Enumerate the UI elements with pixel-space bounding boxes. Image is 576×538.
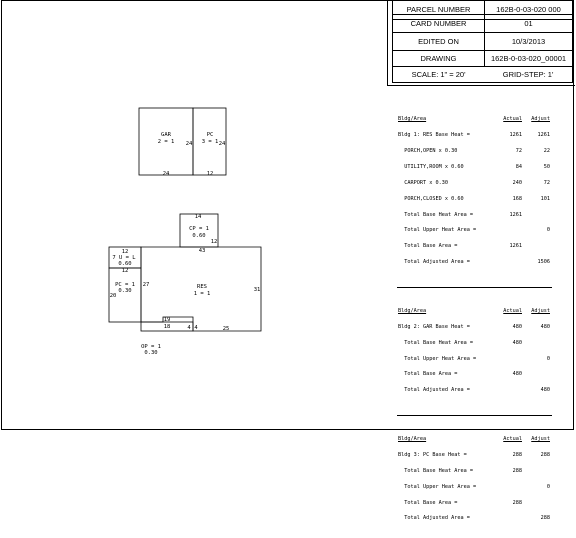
step-left-dim: 4 <box>187 325 191 331</box>
card-value: 01 <box>524 19 533 28</box>
calc-row: Total Base Heat Area =288 <box>398 467 522 474</box>
step-bottom-dim: 18 <box>164 324 171 330</box>
cp-factor: 0.60 <box>192 233 205 239</box>
edited-value: 10/3/2013 <box>511 37 546 46</box>
card-label: CARD NUMBER <box>393 15 485 32</box>
gar-left-dim: 24 <box>186 141 193 147</box>
step-top-dim: 19 <box>164 317 171 323</box>
gar-code: 2 = 1 <box>158 139 175 145</box>
op-factor: 0.30 <box>144 350 157 356</box>
calc-row: Total Base Area =480 <box>398 371 522 378</box>
step-right-dim: 4 <box>194 325 198 331</box>
calc-row: Total Upper Heat Area =0 <box>398 483 550 490</box>
res-bottom-dim: 25 <box>223 326 230 332</box>
res-name: RES <box>197 284 207 290</box>
res-right-dim: 31 <box>254 287 261 293</box>
drawing-frame <box>1 0 574 430</box>
cp-right-dim: 12 <box>211 239 218 245</box>
parcel-value: 162B-0-03-020 000 <box>496 5 561 14</box>
pc-right-dim: 24 <box>219 141 226 147</box>
calc-row: Total Base Area =1261 <box>398 243 522 250</box>
info-table: PARCEL NUMBER 162B-0-03-020 000 CARD NUM… <box>387 0 575 86</box>
building-sketch: GAR 2 = 1 24 24 PC 3 = 1 24 12 14 CP = 1… <box>108 107 262 356</box>
drawing-value: 162B-0-03-020_00001 <box>490 54 567 63</box>
parcel-label: PARCEL NUMBER <box>393 0 485 19</box>
parcel-row: PARCEL NUMBER 162B-0-03-020 000 <box>392 0 573 20</box>
pc-left-factor: 0.30 <box>118 288 131 294</box>
calc-separator <box>397 286 552 288</box>
calc-row: Total Adjusted Area =288 <box>398 515 550 522</box>
drawing-label: DRAWING <box>393 51 485 66</box>
open-porch-shape <box>140 321 194 332</box>
pc-name: PC <box>207 132 214 138</box>
pc-code: 3 = 1 <box>202 139 219 145</box>
res-code: 1 = 1 <box>194 291 211 297</box>
calc-row: Total Upper Heat Area =0 <box>398 227 550 234</box>
calc-row: Total Upper Heat Area =0 <box>398 355 550 362</box>
carport-pc-shape <box>192 107 227 176</box>
res-top-dim: 43 <box>199 248 206 254</box>
pc-left-dim: 20 <box>110 293 117 299</box>
edited-label: EDITED ON <box>393 33 485 50</box>
calc-row: Total Base Area =288 <box>398 499 522 506</box>
scale-row: SCALE: 1" = 20' GRID-STEP: 1' <box>392 66 573 83</box>
calc-row: Total Adjusted Area =1506 <box>398 259 550 266</box>
grid-text: GRID-STEP: 1' <box>502 70 554 79</box>
res-left-dim: 27 <box>143 282 150 288</box>
calc-row: Total Base Heat Area =480 <box>398 339 522 346</box>
scale-text: SCALE: 1" = 20' <box>411 70 466 79</box>
gar-name: GAR <box>161 132 172 138</box>
cp-top-dim: 14 <box>195 214 202 220</box>
op-name: OP = 1 <box>141 344 161 350</box>
calc-row: Total Base Heat Area =1261 <box>398 211 522 218</box>
porch-closed-shape <box>108 267 142 323</box>
ul-mid-dim: 12 <box>122 268 129 274</box>
ul-top-dim: 12 <box>122 249 129 255</box>
calc-separator <box>397 414 552 416</box>
pc-left-name: PC = 1 <box>115 282 135 288</box>
gar-bottom-dim: 24 <box>163 171 170 177</box>
ul-factor: 0.60 <box>118 261 131 267</box>
pc-bottom-dim: 12 <box>207 171 214 177</box>
calc-row: Total Adjusted Area =480 <box>398 387 550 394</box>
ul-name: 7 U = L <box>112 255 136 261</box>
cp-name: CP = 1 <box>189 226 209 232</box>
